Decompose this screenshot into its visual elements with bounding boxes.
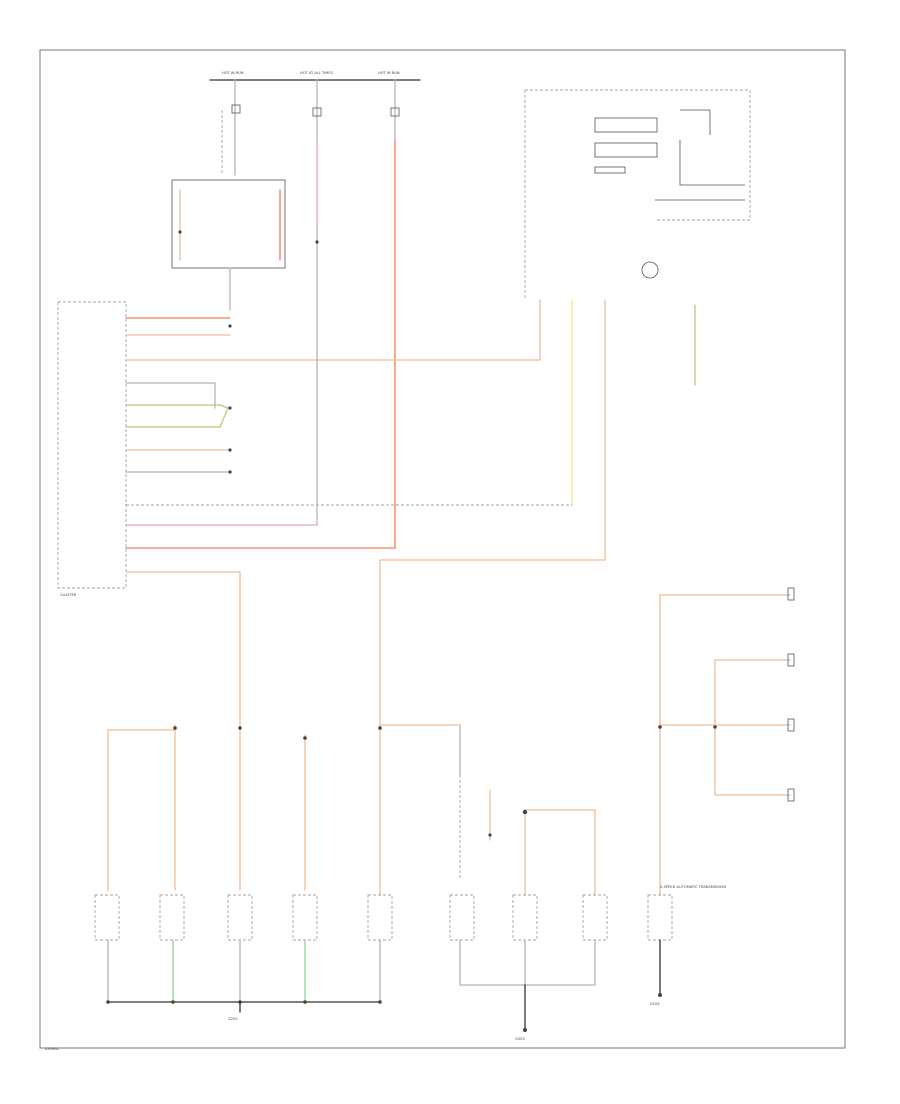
component-5 (367, 894, 393, 941)
relay-module (171, 179, 286, 311)
transmission-range-module (524, 89, 751, 561)
rear-lamp-connectors (658, 587, 795, 896)
diagram-frame (39, 49, 846, 1049)
lower-feeds (107, 559, 606, 896)
component-2 (159, 894, 185, 941)
cluster-label: CLUSTER (60, 593, 77, 597)
footer-code: A35962 (45, 1047, 59, 1051)
fuse-right (390, 107, 400, 117)
fuse-left (231, 104, 241, 114)
component-8 (582, 894, 608, 941)
component-4 (292, 894, 318, 941)
connector-label-right: HOT IN RUN (378, 71, 400, 75)
fuse-mid (312, 107, 322, 117)
instrument-cluster: CLUSTER (57, 224, 572, 597)
connector-label-mid: HOT AT ALL TIMES (300, 71, 334, 75)
component-3 (227, 894, 253, 941)
transmission-note: 5-SPEED AUTOMATIC TRANSMISSION (660, 885, 726, 889)
component-7 (512, 894, 538, 941)
power-distribution-area: HOT IN RUN HOT AT ALL TIMES HOT IN RUN (209, 71, 421, 549)
ground-label-right: G104 (650, 1002, 660, 1006)
bottom-components: G202 G303 G104 5-SPEED AUTOMATIC TRANSMI… (94, 885, 726, 1041)
ground-label-mid: G303 (515, 1037, 525, 1041)
component-6 (449, 894, 475, 941)
component-9 (647, 894, 673, 941)
brake-switch (459, 724, 596, 896)
ground-label-left: G202 (228, 1017, 238, 1021)
ground-symbol-top (641, 261, 659, 279)
cluster-outline (57, 301, 127, 589)
component-1 (94, 894, 120, 941)
connector-label-left: HOT IN RUN (222, 71, 244, 75)
